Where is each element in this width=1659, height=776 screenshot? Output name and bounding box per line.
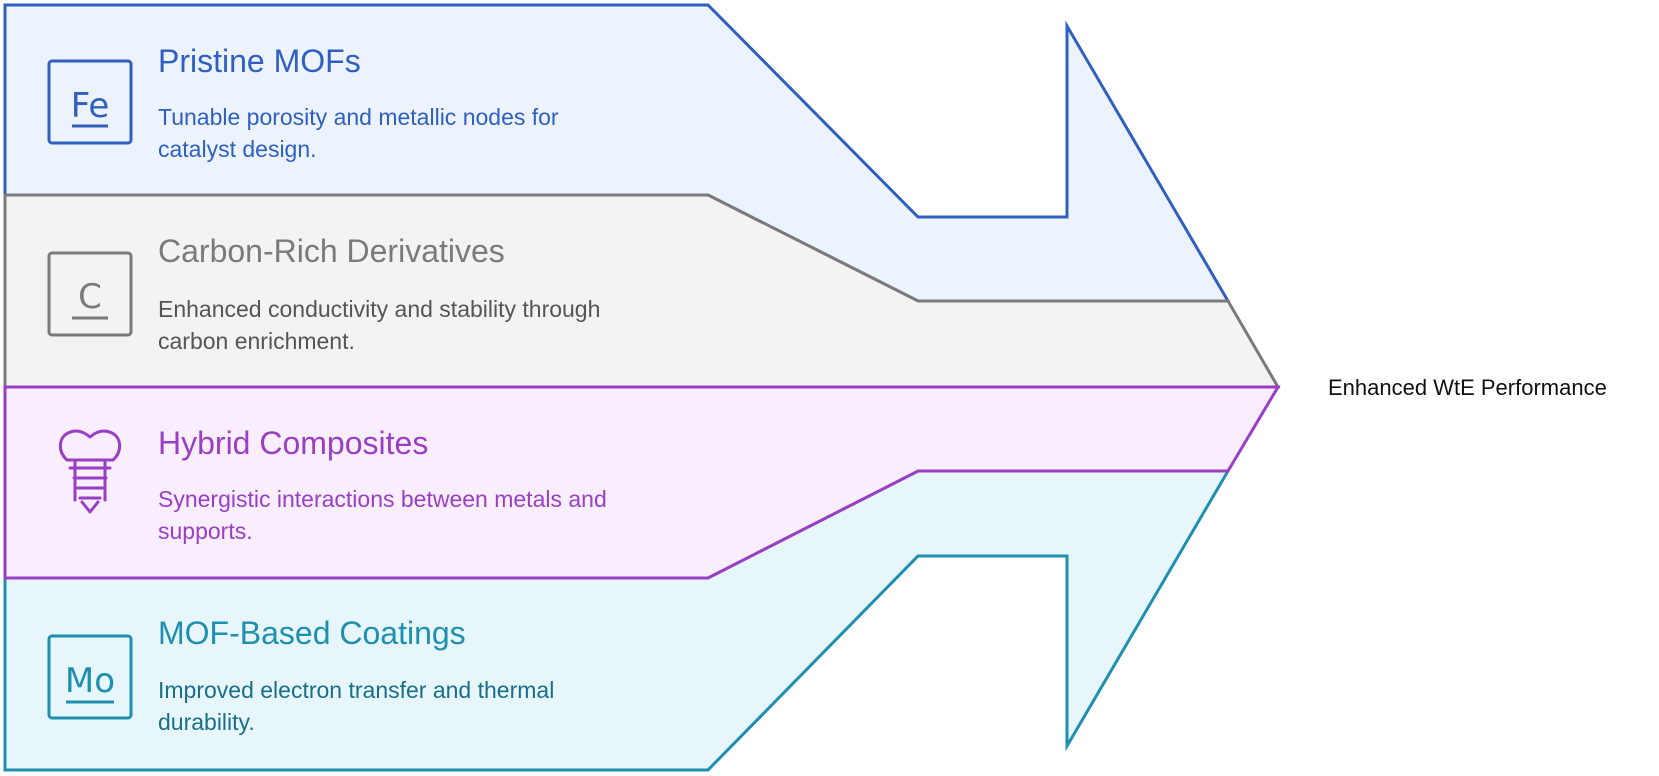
segment-description-line: carbon enrichment. xyxy=(158,328,355,354)
dental-implant-icon xyxy=(58,429,122,514)
segment-description-line: supports. xyxy=(158,518,253,544)
iron-element-symbol: Fe xyxy=(71,86,110,126)
segment-description-line: Synergistic interactions between metals … xyxy=(158,486,607,512)
segment-title: Carbon-Rich Derivatives xyxy=(158,233,505,269)
segment-description-line: durability. xyxy=(158,709,255,735)
segment-description-line: Enhanced conductivity and stability thro… xyxy=(158,296,600,322)
segment-title: Hybrid Composites xyxy=(158,425,428,461)
segment-title: Pristine MOFs xyxy=(158,43,361,79)
molybdenum-element-icon: Mo xyxy=(47,634,133,720)
segment-description-line: Improved electron transfer and thermal xyxy=(158,677,554,703)
target-label: Enhanced WtE Performance xyxy=(1328,375,1607,400)
iron-element-icon: Fe xyxy=(47,59,133,145)
segment-band-hybrid-composites xyxy=(3,385,1281,580)
segment-description-line: Tunable porosity and metallic nodes for xyxy=(158,104,559,130)
carbon-element-icon: C xyxy=(47,251,133,337)
segment-title: MOF-Based Coatings xyxy=(158,615,466,651)
segment-description-line: catalyst design. xyxy=(158,136,317,162)
molybdenum-element-symbol: Mo xyxy=(65,661,115,701)
carbon-element-symbol: C xyxy=(78,277,102,317)
